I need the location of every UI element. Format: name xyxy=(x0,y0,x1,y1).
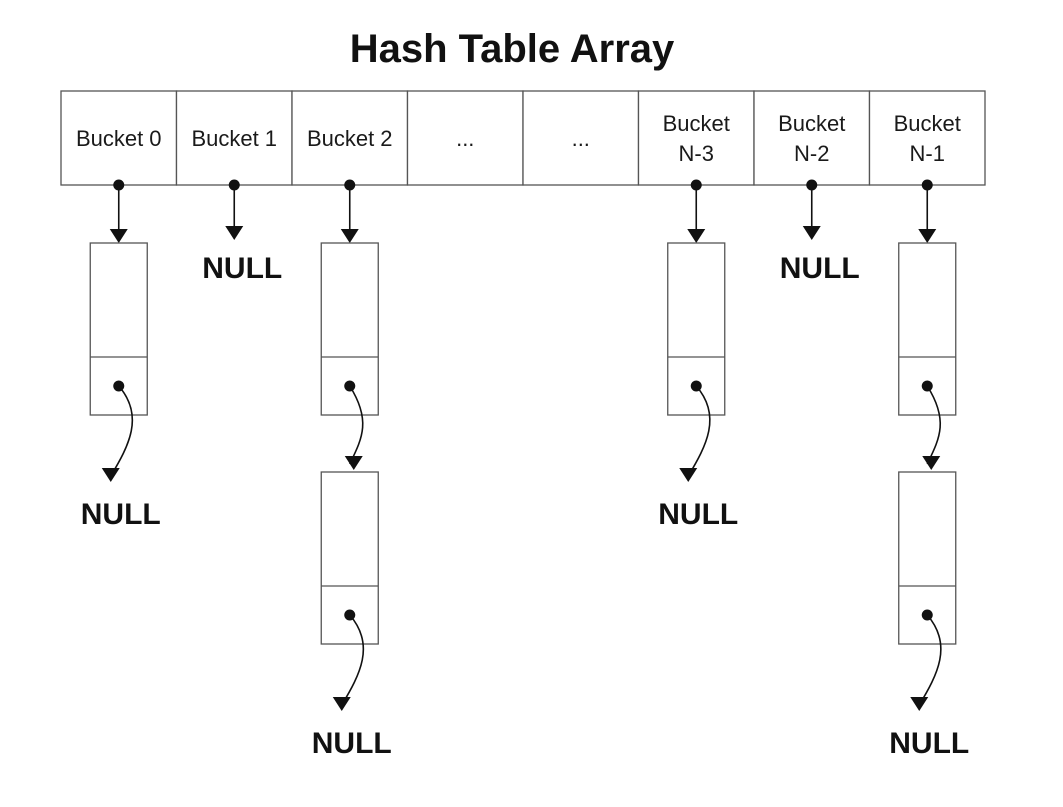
bucket-cell: ... xyxy=(522,90,640,186)
null-label: NULL xyxy=(658,498,738,531)
bucket-label: ... xyxy=(456,126,474,151)
arrow-head xyxy=(910,697,929,711)
curved-pointer xyxy=(341,614,365,706)
bucket-cell-box xyxy=(406,90,524,186)
null-label: NULL xyxy=(889,727,969,760)
bucket-chain: NULL xyxy=(780,179,860,285)
bucket-cell-box xyxy=(753,90,871,186)
bucket-label: Bucket xyxy=(894,111,961,136)
null-label: NULL xyxy=(780,252,860,285)
curved-pointer xyxy=(918,614,942,706)
arrow-head xyxy=(918,229,937,243)
bucket-chains: NULL NULL NULL NULL NULL NULL xyxy=(81,179,969,760)
bucket-cell-box xyxy=(291,90,409,186)
list-node xyxy=(667,242,726,482)
null-label: NULL xyxy=(81,498,161,531)
arrow-head xyxy=(802,226,821,240)
bucket-label: Bucket xyxy=(663,111,730,136)
bucket-cell-box xyxy=(637,90,755,186)
arrow-head xyxy=(344,456,363,470)
curved-pointer xyxy=(687,385,711,477)
bucket-cell: Bucket 0 xyxy=(60,90,178,186)
bucket-chain: NULL xyxy=(658,179,738,531)
list-node xyxy=(89,242,148,482)
bucket-label: Bucket 0 xyxy=(76,126,162,151)
bucket-cell-box xyxy=(868,90,986,186)
bucket-label: Bucket 2 xyxy=(307,126,393,151)
bucket-label: ... xyxy=(572,126,590,151)
bucket-cell: ... xyxy=(406,90,524,186)
arrow-head xyxy=(101,468,120,482)
diagram-title: Hash Table Array xyxy=(350,27,675,71)
arrow-head xyxy=(109,229,128,243)
bucket-label: Bucket 1 xyxy=(191,126,277,151)
bucket-chain: NULL xyxy=(312,179,392,760)
bucket-label: N-2 xyxy=(794,141,829,166)
bucket-label: N-1 xyxy=(910,141,945,166)
null-label: NULL xyxy=(312,727,392,760)
bucket-label: N-3 xyxy=(679,141,714,166)
bucket-chain: NULL xyxy=(202,179,282,285)
null-label: NULL xyxy=(202,252,282,285)
bucket-cell: Bucket 2 xyxy=(291,90,409,186)
bucket-cell: Bucket 1 xyxy=(175,90,293,186)
bucket-label: Bucket xyxy=(778,111,845,136)
arrow-head xyxy=(687,229,706,243)
list-node xyxy=(320,242,379,470)
list-node xyxy=(898,242,957,470)
bucket-cell-box xyxy=(60,90,178,186)
bucket-chain: NULL xyxy=(889,179,969,760)
arrow-head xyxy=(332,697,351,711)
arrow-head xyxy=(340,229,359,243)
list-node xyxy=(898,471,957,711)
arrow-head xyxy=(225,226,244,240)
bucket-chain: NULL xyxy=(81,179,161,531)
bucket-cell-box xyxy=(175,90,293,186)
list-node xyxy=(320,471,379,711)
arrow-head xyxy=(679,468,698,482)
arrow-head xyxy=(922,456,941,470)
curved-pointer xyxy=(110,385,134,477)
bucket-cell-box xyxy=(522,90,640,186)
